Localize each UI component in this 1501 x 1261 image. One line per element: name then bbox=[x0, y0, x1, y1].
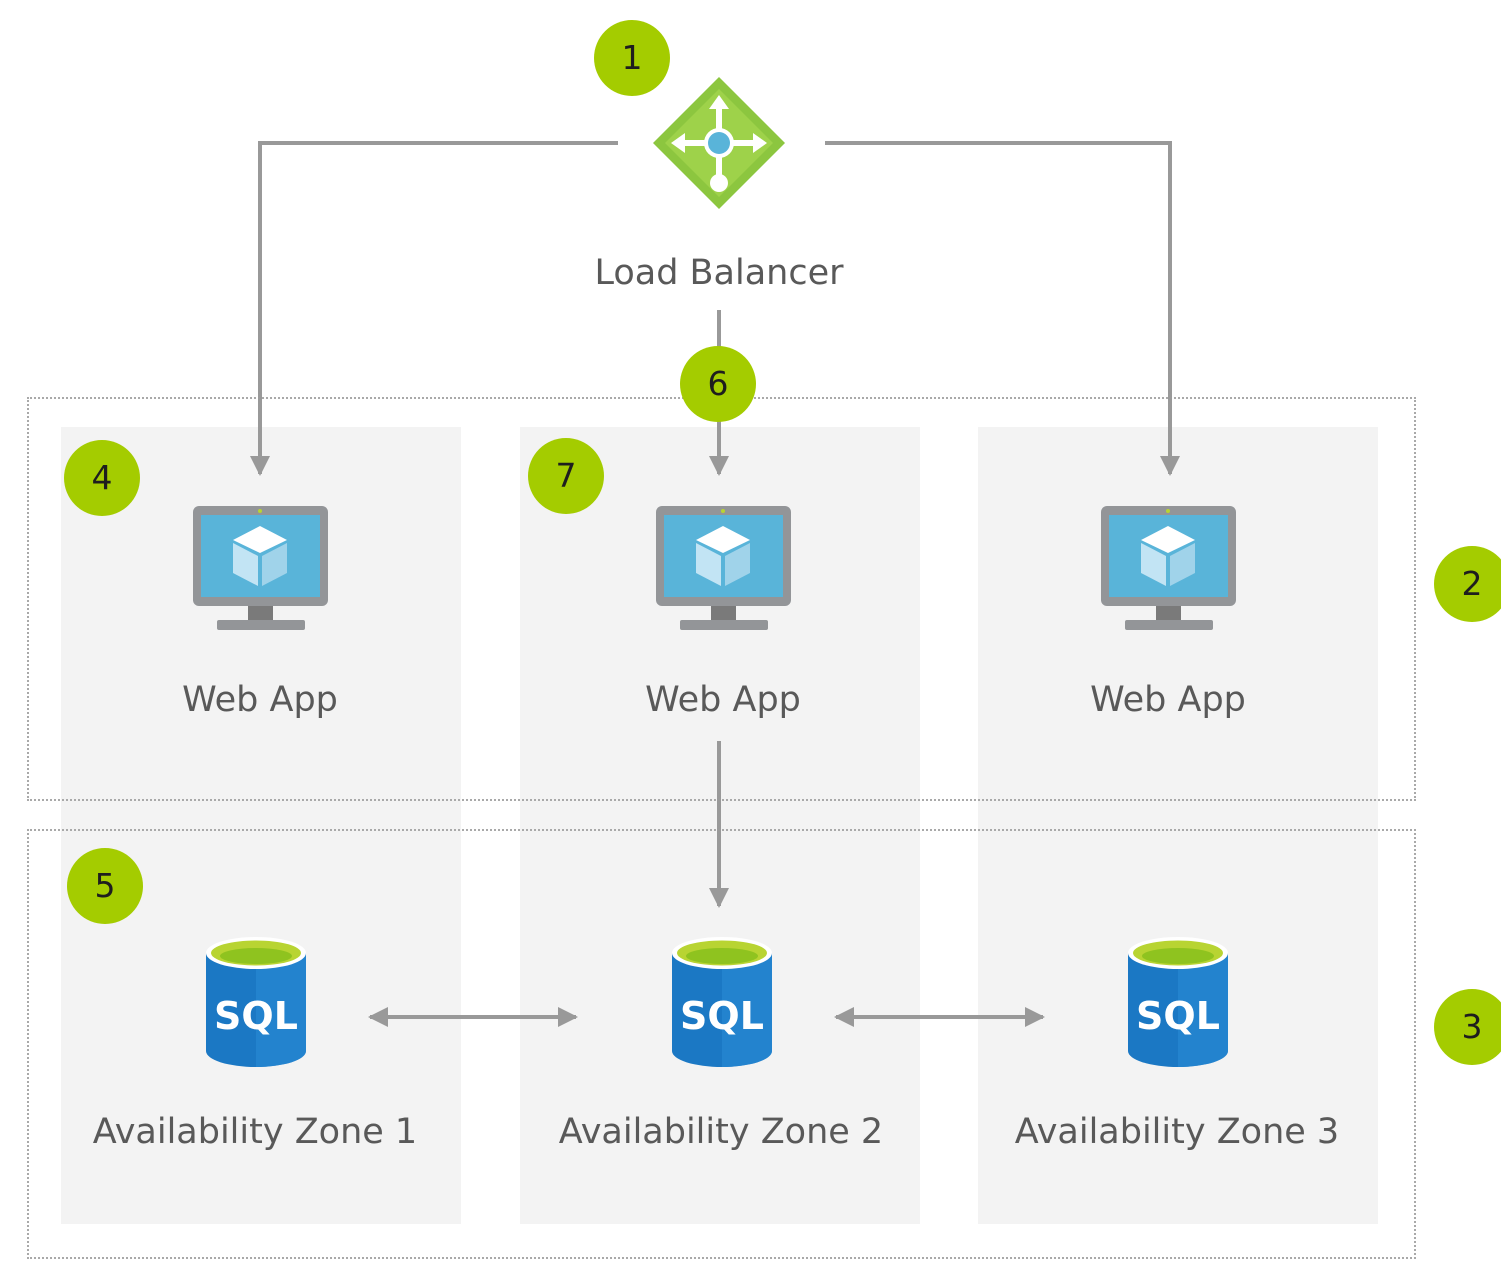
sql-text: SQL bbox=[214, 994, 298, 1038]
load-balancer-icon bbox=[653, 77, 785, 209]
step-badge-1: 1 bbox=[594, 20, 670, 96]
step-badge-4: 4 bbox=[64, 440, 140, 516]
web-app-2-label: Web App bbox=[645, 680, 801, 720]
sql-text: SQL bbox=[1136, 994, 1220, 1038]
load-balancer-label: Load Balancer bbox=[594, 253, 844, 293]
step-badge-7: 7 bbox=[528, 438, 604, 514]
sql-database-icon: SQL bbox=[672, 937, 772, 1067]
availability-zone-2-label: Availability Zone 2 bbox=[558, 1112, 884, 1152]
availability-zone-3-label: Availability Zone 3 bbox=[1014, 1112, 1340, 1152]
step-badge-2: 2 bbox=[1434, 546, 1501, 622]
step-badge-3: 3 bbox=[1434, 989, 1501, 1065]
data-tier-boundary bbox=[27, 829, 1416, 1259]
availability-zone-1-label: Availability Zone 1 bbox=[92, 1112, 418, 1152]
web-app-3-label: Web App bbox=[1090, 680, 1246, 720]
web-app-1-label: Web App bbox=[182, 680, 338, 720]
web-app-icon bbox=[656, 506, 791, 630]
web-app-icon bbox=[193, 506, 328, 630]
sql-text: SQL bbox=[680, 994, 764, 1038]
web-app-icon bbox=[1101, 506, 1236, 630]
step-badge-5: 5 bbox=[67, 848, 143, 924]
step-badge-6: 6 bbox=[680, 346, 756, 422]
sql-database-icon: SQL bbox=[1128, 937, 1228, 1067]
arrow-lb-to-webapp-1 bbox=[250, 141, 618, 476]
arrow-lb-to-webapp-3 bbox=[825, 141, 1180, 476]
sql-database-icon: SQL bbox=[206, 937, 306, 1067]
